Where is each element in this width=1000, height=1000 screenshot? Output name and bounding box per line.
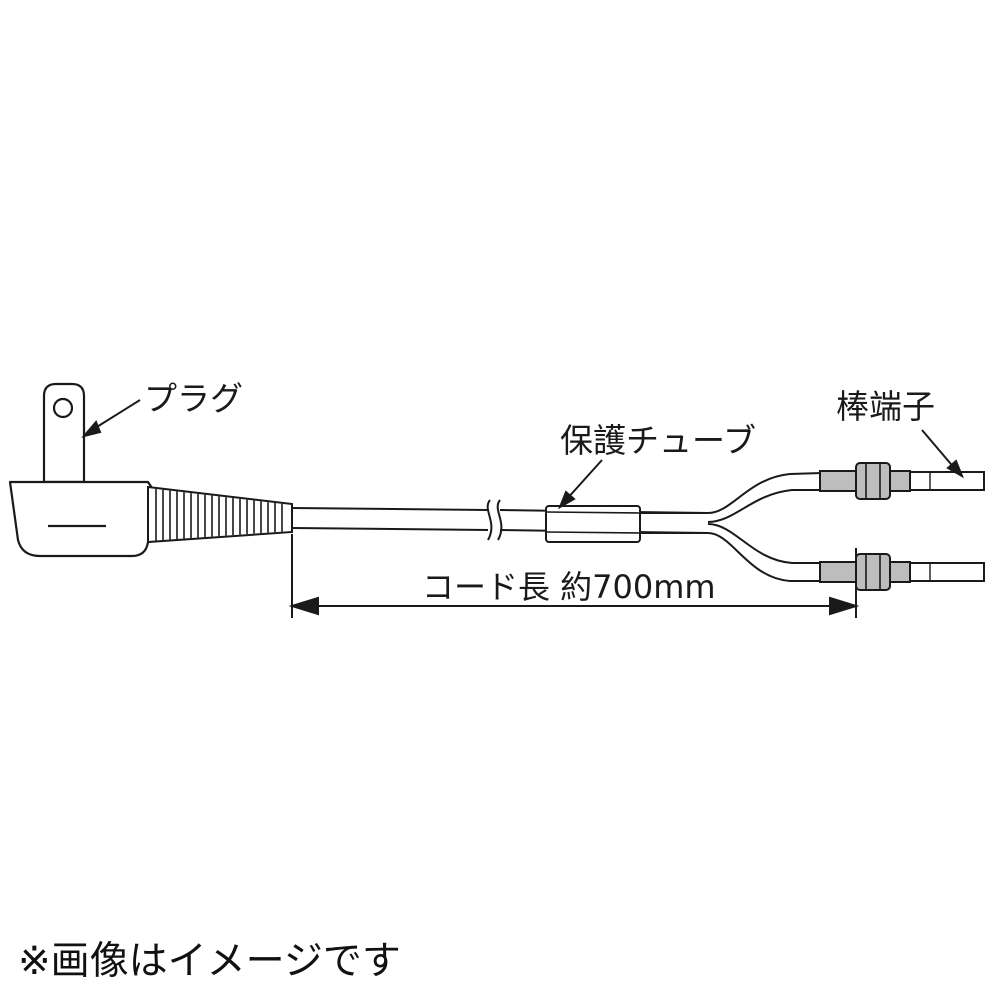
strain-relief-ribs bbox=[155, 488, 283, 541]
cord-length-label: コード長 約700mm bbox=[422, 568, 716, 606]
plug-label: プラグ bbox=[144, 379, 243, 418]
terminal-neck bbox=[889, 561, 911, 583]
plug-blade-hole bbox=[52, 397, 74, 419]
dimension-line bbox=[288, 534, 860, 618]
terminal-flange bbox=[855, 553, 891, 591]
upper-lead-outline-b bbox=[707, 489, 822, 523]
plug-leader-arrowhead bbox=[81, 420, 102, 438]
lower-lead-outline-b bbox=[640, 532, 822, 582]
tube-leader bbox=[565, 459, 603, 501]
terminal-label: 棒端子 bbox=[836, 387, 935, 426]
cord-line-top bbox=[291, 507, 489, 511]
terminals bbox=[819, 462, 985, 591]
plug bbox=[8, 382, 154, 558]
terminal-upper bbox=[819, 462, 985, 500]
protective-tube-label: 保護チューブ bbox=[560, 421, 756, 460]
terminal-pin bbox=[909, 471, 985, 491]
lower-lead-outline-a bbox=[707, 523, 822, 564]
plug-leader bbox=[91, 399, 141, 431]
plug-body bbox=[8, 480, 154, 558]
terminal-collar bbox=[819, 561, 857, 583]
leader-lines bbox=[81, 399, 964, 510]
cord-through-tube bbox=[545, 511, 641, 534]
split-leads bbox=[640, 472, 823, 582]
image-disclaimer-note: ※画像はイメージです bbox=[18, 939, 401, 984]
dimension-arrow-left bbox=[288, 596, 319, 616]
cord-line-bottom bbox=[291, 527, 489, 531]
terminal-flange bbox=[855, 462, 891, 500]
dimension-arrow-right bbox=[829, 596, 860, 616]
terminal-neck bbox=[889, 470, 911, 492]
cord-break-mark bbox=[486, 499, 503, 541]
terminal-collar bbox=[819, 470, 857, 492]
terminal-leader-arrowhead bbox=[946, 459, 964, 479]
upper-lead-outline-a bbox=[640, 472, 823, 514]
terminal-leader bbox=[921, 429, 957, 471]
terminal-pin bbox=[909, 562, 985, 582]
tube-leader-arrowhead bbox=[558, 490, 576, 510]
terminal-lower bbox=[819, 553, 985, 591]
